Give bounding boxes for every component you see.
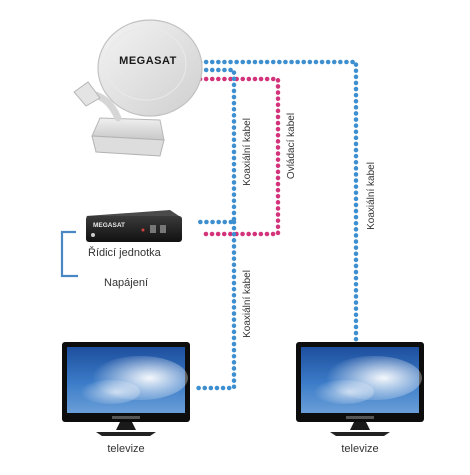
dish-brand-logo: MEGASAT bbox=[119, 55, 177, 67]
television-icon-left bbox=[62, 342, 190, 436]
tv-left-label: televize bbox=[107, 443, 144, 455]
control-unit-label: Řídicí jednotka bbox=[88, 246, 162, 259]
coax-cable-label-3: Koaxiální kabel bbox=[242, 270, 253, 338]
control-unit-brand-logo: MEGASAT bbox=[93, 222, 125, 229]
control-unit-box-icon: MEGASAT bbox=[86, 210, 182, 242]
power-line bbox=[60, 230, 78, 278]
coax-cable-dish-to-unit bbox=[197, 67, 237, 225]
power-label: Napájení bbox=[104, 277, 148, 289]
coax-cable-label-1: Koaxiální kabel bbox=[242, 118, 253, 186]
cable-routes bbox=[60, 59, 359, 391]
control-cable bbox=[197, 76, 281, 237]
satellite-dish-icon: MEGASAT bbox=[73, 19, 203, 157]
control-cable-label: Ovládací kabel bbox=[286, 113, 297, 179]
coax-cable-unit-to-left-tv bbox=[195, 219, 237, 391]
tv-right-label: televize bbox=[341, 443, 378, 455]
coax-cable-to-right-tv bbox=[197, 59, 359, 345]
television-icon-right bbox=[296, 342, 424, 436]
coax-cable-label-2: Koaxiální kabel bbox=[366, 162, 377, 230]
